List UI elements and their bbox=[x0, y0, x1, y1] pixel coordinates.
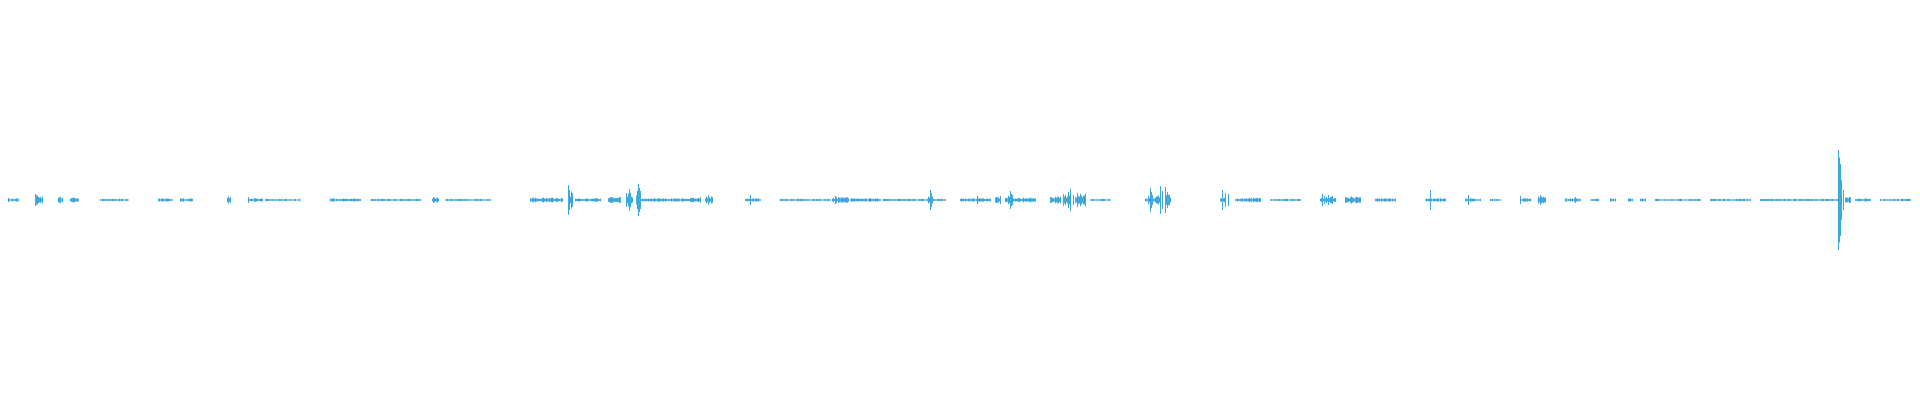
waveform-bars bbox=[8, 150, 1911, 250]
